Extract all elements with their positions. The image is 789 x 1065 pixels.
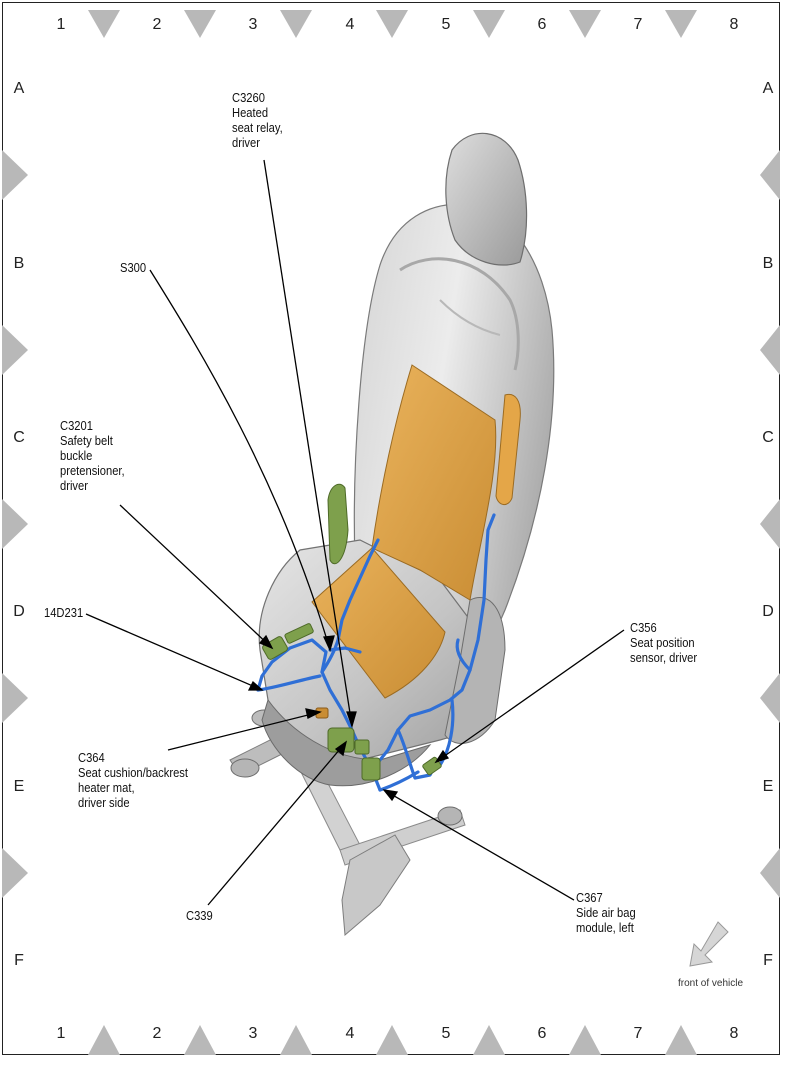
leader-lines [85,159,625,906]
grid-row-left-c: C [13,429,25,446]
grid-row-right-d: D [762,603,774,620]
seat-base [229,698,466,937]
grid-row-right-e: E [762,778,774,795]
arrow-down-left-icon [689,921,729,967]
callout-c339: C339 [186,908,213,923]
seatbelt-buckle [327,483,349,565]
grid-col-top-4: 4 [345,16,355,33]
grid-row-right-b: B [762,255,774,272]
seat-headrest [445,132,528,266]
grid-col-bottom-8: 8 [729,1025,739,1042]
connectors [262,483,442,781]
grid-row-left-e: E [13,778,25,795]
grid-col-top-6: 6 [537,16,547,33]
grid-row-left-a: A [13,80,25,97]
grid-row-right-f: F [763,952,773,969]
grid-col-top-5: 5 [441,16,451,33]
grid-col-bottom-3: 3 [248,1025,258,1042]
callout-14d231: 14D231 [44,605,84,620]
grid-col-bottom-4: 4 [345,1025,355,1042]
front-of-vehicle-label: front of vehicle [678,978,744,989]
grid-col-bottom-5: 5 [441,1025,451,1042]
grid-col-top-7: 7 [633,16,643,33]
grid-row-left-b: B [13,255,25,272]
grid-col-bottom-2: 2 [152,1025,162,1042]
grid-row-right-c: C [762,429,774,446]
grid-col-bottom-7: 7 [633,1025,643,1042]
grid-col-top-1: 1 [56,16,66,33]
callout-s300: S300 [120,260,147,275]
cushion-heater-mat [311,547,446,699]
grid-col-top-8: 8 [729,16,739,33]
backrest-heater-mat [371,364,497,601]
grid-row-left-d: D [13,603,25,620]
grid-col-bottom-6: 6 [537,1025,547,1042]
grid-col-top-3: 3 [248,16,258,33]
grid-row-right-a: A [762,80,774,97]
grid-col-bottom-1: 1 [56,1025,66,1042]
wiring-harness [256,513,496,792]
grid-row-left-f: F [14,952,24,969]
frame-edge-markers [2,10,780,1055]
grid-col-top-2: 2 [152,16,162,33]
